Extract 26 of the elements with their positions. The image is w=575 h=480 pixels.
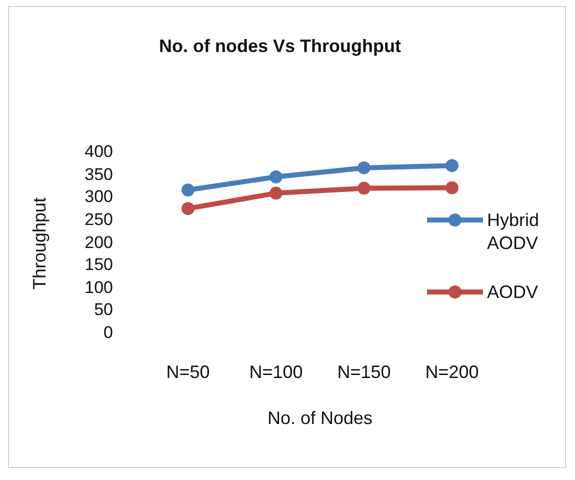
tick-label: N=100	[248, 362, 304, 383]
point	[446, 181, 458, 194]
tick-label: N=50	[165, 362, 211, 383]
tick-label: 100	[84, 278, 113, 298]
tick-label: 300	[84, 187, 113, 208]
axis-title: No. of Nodes	[266, 408, 374, 429]
tick-label: 350	[84, 164, 113, 185]
point	[182, 184, 194, 197]
tick-label: 400	[84, 142, 113, 162]
point	[182, 202, 194, 216]
point	[358, 182, 370, 195]
point	[270, 186, 282, 200]
tick-label: N=200	[424, 362, 480, 383]
point	[446, 159, 458, 172]
axis-title: Throughput	[30, 196, 50, 292]
point	[270, 170, 282, 184]
legend-label: Hybrid AODV	[487, 209, 540, 255]
tick-label: N=150	[336, 362, 392, 383]
tick-label: 250	[84, 210, 113, 230]
tick-label: 0	[102, 323, 113, 343]
tick-label: 150	[84, 255, 113, 276]
tick-label: 200	[84, 232, 113, 252]
legend-label: AODV	[487, 281, 540, 304]
point	[358, 161, 370, 174]
tick-label: 50	[93, 300, 113, 320]
chart-title: No. of nodes Vs Throughput	[158, 36, 402, 57]
